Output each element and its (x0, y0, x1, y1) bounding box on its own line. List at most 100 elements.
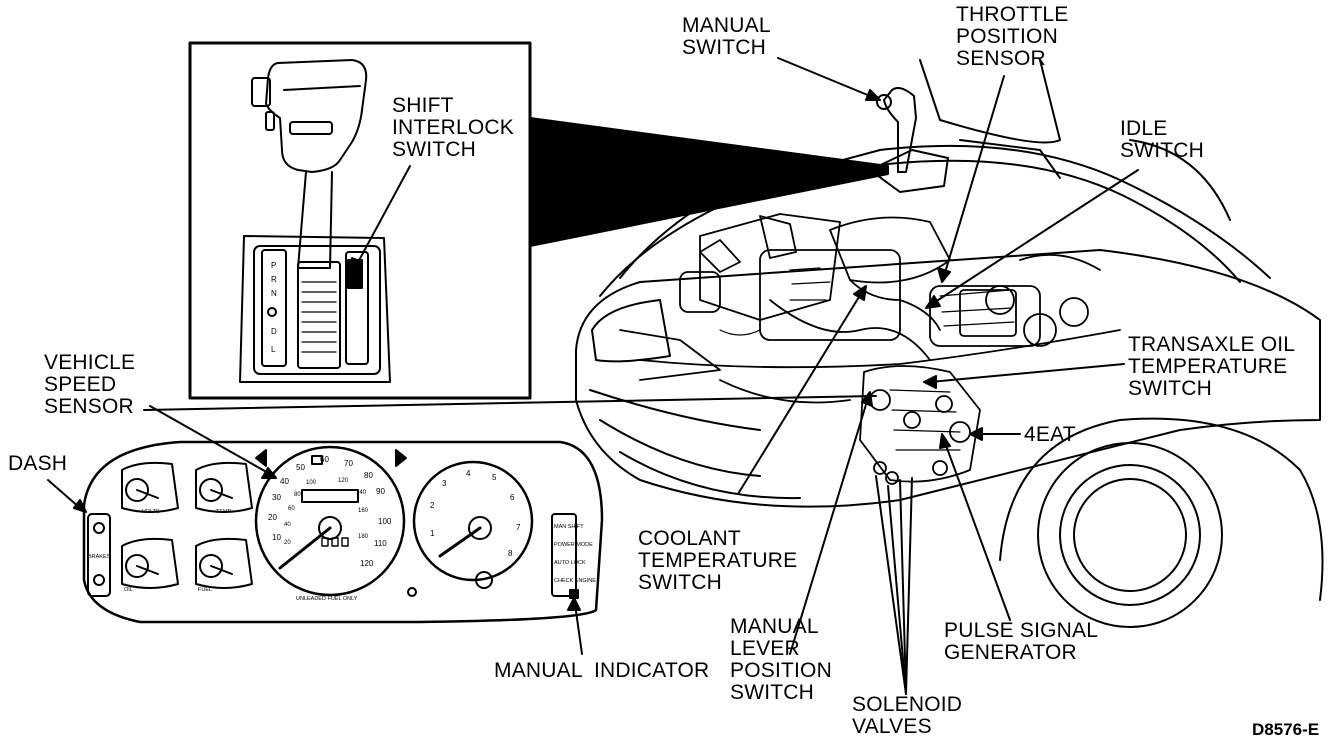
dash-text-brakes: BRAKES (88, 554, 111, 560)
speedo-tick-90: 90 (376, 487, 385, 496)
label-dash: DASH (8, 453, 67, 475)
headlight-left (591, 299, 671, 363)
label-line: DASH (8, 452, 68, 475)
label-line: SENSOR (44, 395, 134, 418)
shift-pos-d: D (271, 327, 277, 336)
label-line: TRANSAXLE OIL (1128, 333, 1296, 356)
front-fascia (575, 249, 1321, 508)
tach-tick-8: 8 (508, 549, 513, 558)
speedo-tick-60: 60 (320, 455, 329, 464)
knob-badge (289, 121, 333, 135)
dash-text-ind-3: AUTO LOCK (554, 560, 586, 566)
label-line: VEHICLE (44, 351, 136, 374)
speedo-inner-60: 60 (288, 506, 295, 512)
solenoid-valve-2 (885, 471, 899, 485)
gauge-volts-housing (121, 461, 179, 513)
dash-text-unleaded: UNLEADED FUEL ONLY (296, 596, 358, 602)
dash-cluster (82, 440, 604, 624)
label-line: SOLENOID (852, 693, 963, 716)
label-manual-indicator: MANUAL INDICATOR (494, 660, 709, 682)
dash-text-ind-1: MAN SHIFT (554, 524, 584, 530)
leader-lines (47, 57, 1139, 695)
figure-code: D8576-E (1252, 720, 1320, 739)
label-manual-lever-position-switch: MANUAL LEVER POSITION SWITCH (730, 616, 832, 704)
gauge-oil-housing (121, 537, 179, 589)
manual-switch-button (876, 94, 892, 110)
dash-text-gauge-3: OIL (124, 587, 133, 593)
inset-callout-wedge (529, 117, 889, 247)
label-vehicle-speed-sensor: VEHICLE SPEED SENSOR (44, 352, 135, 418)
label-line: COOLANT (638, 527, 741, 550)
label-line: SENSOR (956, 47, 1046, 70)
gauge-fuel-housing (195, 537, 253, 589)
label-line: MANUAL INDICATOR (494, 659, 710, 682)
speedo-tick-100: 100 (378, 517, 392, 526)
label-line: LEVER (730, 637, 800, 660)
tach-tick-7: 7 (516, 523, 521, 532)
speedo-inner-20: 20 (284, 540, 291, 546)
speedo-inner-140: 140 (356, 490, 367, 496)
shift-gate (239, 235, 391, 383)
shift-knob (265, 59, 368, 173)
hood (619, 144, 1271, 279)
speedo-tick-40: 40 (280, 477, 289, 486)
dash-text-gauge-1: VOLTS (142, 509, 160, 515)
position-strip (261, 249, 287, 367)
label-line: TEMPERATURE (638, 549, 798, 572)
label-line: SHIFT (392, 94, 454, 117)
label-line: POSITION (730, 659, 832, 682)
label-line: INTERLOCK (392, 116, 514, 139)
manual-indicator-lamp (569, 589, 579, 599)
label-4eat: 4EAT (1024, 424, 1076, 446)
engine-block (759, 249, 901, 341)
label-line: MANUAL (682, 14, 771, 37)
label-line: IDLE (1120, 117, 1168, 140)
label-manual-switch: MANUAL SWITCH (682, 15, 771, 59)
speedo-tick-30: 30 (272, 493, 281, 502)
shift-pos-r: R (271, 275, 277, 284)
speedo-inner-160: 160 (358, 508, 369, 514)
turn-right-arrow (395, 449, 407, 467)
label-line: VALVES (852, 715, 932, 738)
interlock-slot (345, 251, 369, 365)
windshield (919, 59, 1061, 144)
solenoid-valve-1 (873, 461, 887, 475)
front-fender (999, 417, 1324, 601)
label-line: PULSE SIGNAL (944, 619, 1099, 642)
knob-button (251, 77, 271, 107)
label-idle-switch: IDLE SWITCH (1120, 118, 1204, 162)
tach-tick-4: 4 (466, 469, 471, 478)
label-line: 4EAT (1024, 423, 1076, 446)
tach-tick-3: 3 (442, 479, 447, 488)
tach-tick-6: 6 (510, 493, 515, 502)
speedo-tick-120: 120 (360, 559, 374, 568)
label-line: SPEED (44, 373, 117, 396)
shift-pos-p: P (271, 261, 276, 270)
label-line: GENERATOR (944, 641, 1077, 664)
front-wheel (1059, 464, 1201, 606)
speedo-inner-180: 180 (358, 534, 369, 540)
speedo-inner-80: 80 (294, 492, 301, 498)
dash-text-ind-4: CHECK ENGINE (554, 578, 596, 584)
label-line: MANUAL (730, 615, 819, 638)
air-intake (829, 216, 951, 284)
speedo-inner-120: 120 (338, 478, 349, 484)
tach-tick-1: 1 (430, 529, 435, 538)
speedo-tick-20: 20 (268, 513, 277, 522)
speedometer-needle (278, 526, 332, 570)
dash-text-gauge-2: TEMP (216, 509, 232, 515)
tach-tick-2: 2 (430, 501, 435, 510)
speedo-inner-100: 100 (306, 480, 317, 486)
knob-button-side (265, 111, 275, 131)
radiator-support (639, 329, 1121, 369)
front-tire (1037, 442, 1223, 628)
indicator-panel (551, 513, 577, 597)
label-line: THROTTLE (956, 3, 1069, 26)
label-line: SWITCH (1128, 377, 1213, 400)
shifter-inset (188, 41, 889, 400)
dash-text-ind-2: POWER MODE (554, 542, 593, 548)
vehicle-engine-bay (575, 59, 1324, 628)
label-transaxle-oil-temperature-switch: TRANSAXLE OIL TEMPERATURE SWITCH (1128, 334, 1295, 400)
speedo-tick-110: 110 (374, 539, 387, 548)
